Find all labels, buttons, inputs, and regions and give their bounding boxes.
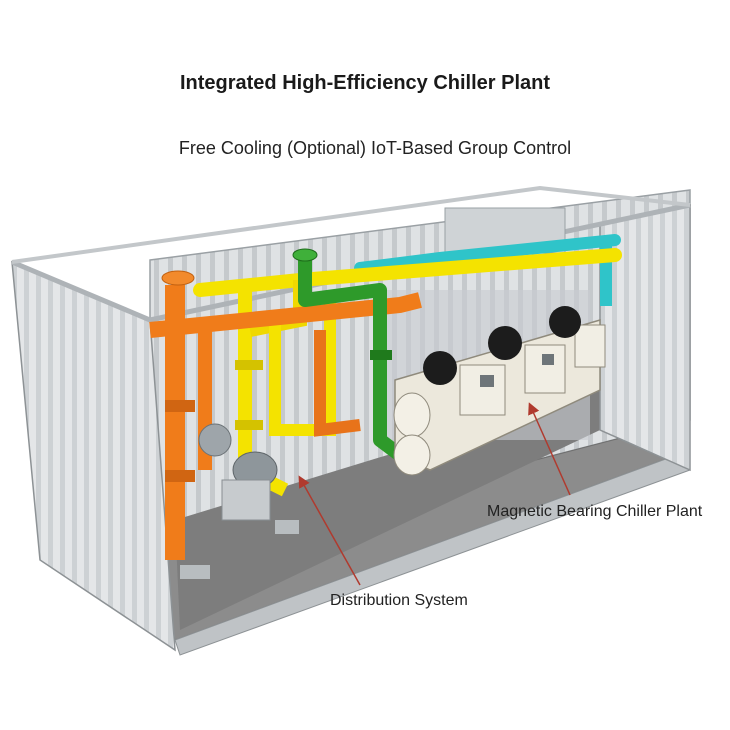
compressor-1	[423, 351, 457, 385]
distribution-callout-arrow	[298, 475, 361, 586]
chiller-callout-arrow	[528, 402, 571, 496]
chiller-callout-label: Magnetic Bearing Chiller Plant	[487, 503, 703, 520]
diagram-title: Integrated High-Efficiency Chiller Plant	[179, 72, 551, 94]
distribution-callout-label: Distribution System	[330, 592, 468, 609]
interior-floor	[175, 390, 600, 630]
compressor-3	[549, 306, 581, 338]
compressor-2	[488, 326, 522, 360]
cyan-pipe	[354, 234, 621, 274]
chiller-units	[393, 306, 606, 476]
diagram-subtitle: Free Cooling (Optional) IoT-Based Group …	[178, 138, 572, 158]
